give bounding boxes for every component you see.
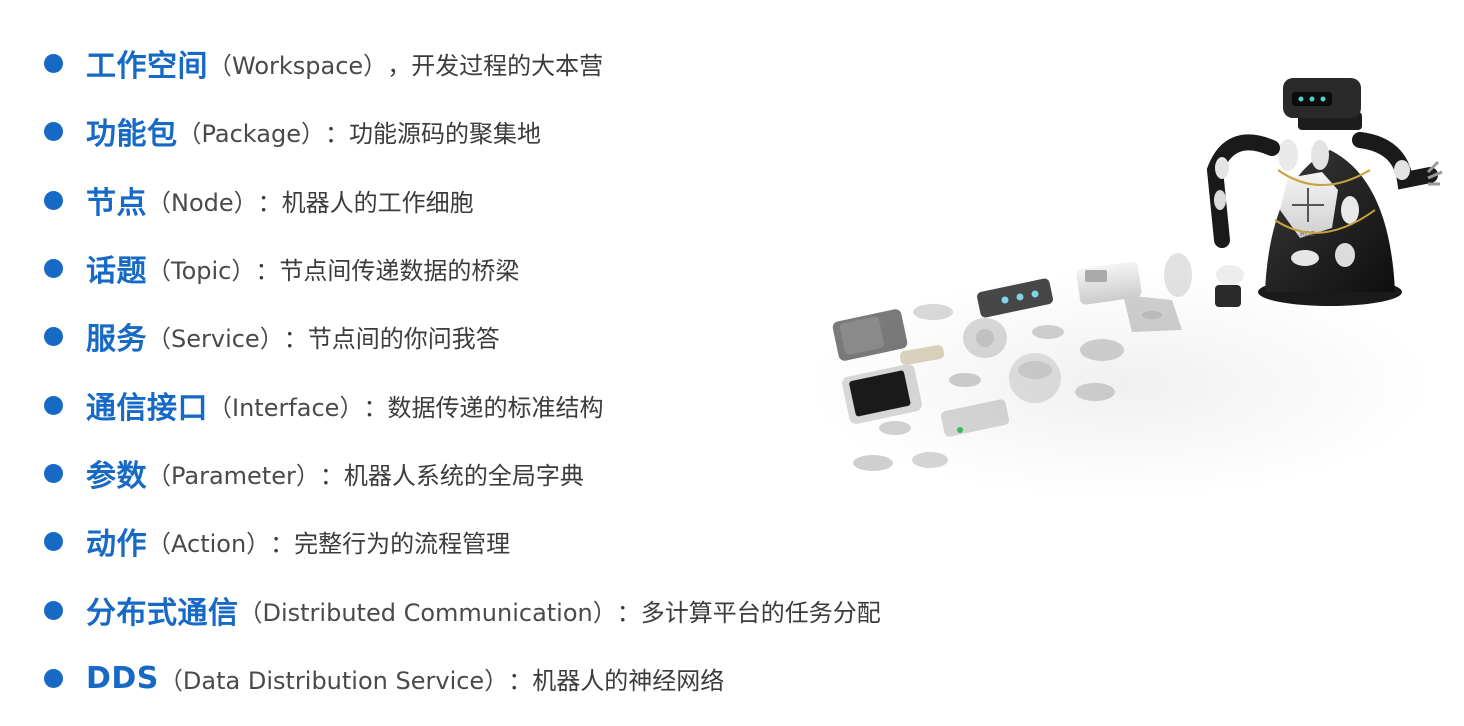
bullet-icon [44,531,63,551]
separator: ： [324,119,349,148]
list-item-distributed: 分布式通信 （Distributed Communication） ： 多计算平… [44,590,881,631]
list-item-workspace: 工作空间 （Workspace） ， 开发过程的大本营 [44,43,604,84]
bullet-icon [44,258,63,278]
bullet-icon [44,600,63,620]
bullet-icon [44,326,63,346]
separator: ： [255,256,280,285]
description: 节点间的你问我答 [307,324,500,353]
list-item-node: 节点 （Node） ： 机器人的工作细胞 [44,180,474,221]
description: 开发过程的大本营 [411,51,604,80]
term-english: （Distributed Communication） [238,598,617,627]
sensor-modules-icon [832,253,1244,471]
term-english: （Topic） [147,256,256,285]
description: 功能源码的聚集地 [348,119,541,148]
separator: ： [319,461,344,490]
term-english: （Interface） [208,393,364,422]
term: 节点 [86,186,147,221]
description: 机器人系统的全局字典 [343,461,584,490]
bullet-icon [44,190,63,210]
term-english: （Parameter） [147,461,320,490]
term: 通信接口 [86,391,208,426]
description: 节点间传递数据的桥梁 [279,256,520,285]
term-english: （Node） [147,188,258,217]
separator: ， [387,51,412,80]
list-item-service: 服务 （Service） ： 节点间的你问我答 [44,316,500,357]
bullet-icon [44,463,63,483]
separator: ： [283,324,308,353]
bullet-icon [44,668,63,688]
list-item-action: 动作 （Action） ： 完整行为的流程管理 [44,521,511,562]
concept-list: 工作空间 （Workspace） ， 开发过程的大本营 功能包 （Package… [44,43,881,698]
term-english: （Service） [147,324,284,353]
list-item-topic: 话题 （Topic） ： 节点间传递数据的桥梁 [44,248,520,289]
list-item-package: 功能包 （Package） ： 功能源码的聚集地 [44,111,541,152]
separator: ： [270,529,295,558]
list-item-parameter: 参数 （Parameter） ： 机器人系统的全局字典 [44,453,584,494]
separator: ： [616,598,641,627]
separator: ： [363,393,388,422]
term-english: （Data Distribution Service） [158,666,509,695]
separator: ： [257,188,282,217]
description: 完整行为的流程管理 [294,529,511,558]
term-english: （Workspace） [208,51,388,80]
bullet-icon [44,53,63,73]
separator: ： [508,666,533,695]
term-english: （Action） [147,529,271,558]
term: 话题 [86,254,147,289]
bullet-icon [44,395,63,415]
floor-shadow [800,270,1440,500]
term: 工作空间 [86,49,208,84]
list-item-dds: DDS （Data Distribution Service） ： 机器人的神经… [44,658,724,698]
bullet-icon [44,121,63,141]
term: 参数 [86,459,147,494]
robot-logo-text: ROS [1300,230,1315,238]
term: 动作 [86,527,147,562]
list-item-interface: 通信接口 （Interface） ： 数据传递的标准结构 [44,385,604,426]
description: 多计算平台的任务分配 [640,598,881,627]
term: 服务 [86,322,147,357]
description: 机器人的工作细胞 [281,188,474,217]
term: DDS [86,660,159,696]
robot-modules-illustration: ROS [760,60,1460,500]
term: 分布式通信 [86,596,239,631]
robot-image: ROS [832,78,1443,471]
term-english: （Package） [177,119,325,148]
description: 机器人的神经网络 [532,666,725,695]
description: 数据传递的标准结构 [387,393,604,422]
robot-icon: ROS [1206,78,1443,306]
term: 功能包 [86,117,178,152]
